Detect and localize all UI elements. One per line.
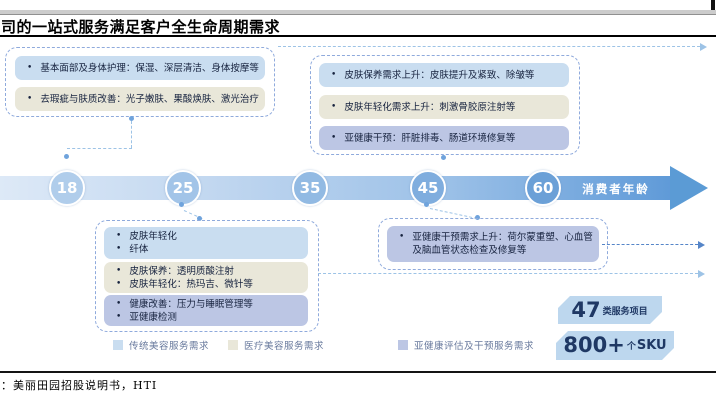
service-item: 基本面部及身体护理：保湿、深层清洁、身体按摩等: [23, 62, 259, 75]
connector-dot: [179, 202, 184, 207]
stat-value: 800+: [563, 333, 625, 357]
legend-item-medical: 医疗美容服务需求: [228, 338, 324, 352]
age-node-60: 60: [525, 170, 561, 206]
connector-line: [67, 148, 132, 149]
service-item: 去瑕疵与肤质改善：光子嫩肤、果酸焕肤、激光治疗: [23, 93, 259, 106]
legend-label: 亚健康评估及干预服务需求: [414, 341, 535, 352]
stat-suffix: 个: [626, 342, 636, 352]
service-item: 健康改善：压力与睡眠管理等: [112, 298, 302, 311]
service-item: 亚健康干预：肝脏排毒、肠道环境修复等: [327, 132, 563, 145]
legend-item-subhealth: 亚健康评估及干预服务需求: [398, 338, 534, 352]
group-top-left: 基本面部及身体护理：保湿、深层清洁、身体按摩等 去瑕疵与肤质改善：光子嫩肤、果酸…: [5, 47, 275, 117]
connector-dot: [129, 116, 134, 121]
footer-divider: [0, 371, 716, 373]
dashed-line: [602, 244, 698, 245]
page-corner-mark: [711, 0, 715, 11]
stat-suffix-2: SKU: [636, 338, 667, 353]
age-node-35: 35: [292, 170, 328, 206]
service-item: 皮肤保养需求上升：皮肤提升及紧致、除皱等: [327, 69, 563, 82]
group-top-right: 皮肤保养需求上升：皮肤提升及紧致、除皱等 皮肤年轻化需求上升：刺激骨胶原注射等 …: [310, 55, 580, 155]
dashed-line: [278, 46, 700, 47]
source-note: ：美丽田园招股说明书，HTI: [1, 379, 158, 392]
service-item: 皮肤保养：透明质酸注射: [112, 265, 302, 278]
service-item: 皮肤年轻化：热玛吉、微针等: [112, 278, 302, 291]
legend-label: 传统美容服务需求: [129, 341, 210, 352]
legend-item-traditional: 传统美容服务需求: [113, 338, 209, 352]
timeline-arrowhead-icon: [670, 166, 708, 210]
arrow-right-icon: [698, 241, 705, 249]
group-bottom-left: 皮肤年轻化 纤体 皮肤保养：透明质酸注射 皮肤年轻化：热玛吉、微针等 健康改善：…: [95, 220, 319, 332]
service-box: 皮肤保养：透明质酸注射 皮肤年轻化：热玛吉、微针等: [104, 262, 308, 293]
connector-dot: [197, 216, 202, 221]
age-node-45: 45: [410, 170, 446, 206]
connector-dot: [64, 154, 69, 159]
age-node-25: 25: [165, 170, 201, 206]
age-node-18: 18: [49, 170, 85, 206]
service-box: 去瑕疵与肤质改善：光子嫩肤、果酸焕肤、激光治疗: [15, 87, 265, 111]
service-item: 亚健康检测: [112, 311, 302, 324]
service-box: 皮肤年轻化需求上升：刺激骨胶原注射等: [319, 95, 569, 119]
service-box: 基本面部及身体护理：保湿、深层清洁、身体按摩等: [15, 56, 265, 80]
service-box: 皮肤年轻化 纤体: [104, 227, 308, 259]
connector-dot: [475, 215, 480, 220]
service-box: 健康改善：压力与睡眠管理等 亚健康检测: [104, 295, 308, 326]
legend-swatch-icon: [228, 340, 238, 350]
connector-line: [131, 121, 132, 148]
dashed-line: [318, 273, 698, 274]
timeline-axis-label: 消费者年龄: [582, 182, 650, 196]
arrow-right-icon: [698, 270, 705, 278]
service-box: 亚健康干预需求上升：荷尔蒙重塑、心血管及脑血管状态检查及修复等: [387, 226, 599, 262]
service-item: 亚健康干预需求上升：荷尔蒙重塑、心血管及脑血管状态检查及修复等: [395, 231, 593, 257]
title-underline: [0, 35, 716, 37]
group-bottom-right: 亚健康干预需求上升：荷尔蒙重塑、心血管及脑血管状态检查及修复等: [378, 218, 608, 270]
header-divider-bar: [0, 10, 716, 15]
service-item: 皮肤年轻化需求上升：刺激骨胶原注射等: [327, 101, 563, 114]
service-item: 纤体: [112, 243, 302, 256]
connector-dot: [441, 155, 446, 160]
legend-swatch-icon: [113, 340, 123, 350]
stat-suffix: 类服务项目: [602, 306, 648, 317]
legend-swatch-icon: [398, 340, 408, 350]
service-box: 皮肤保养需求上升：皮肤提升及紧致、除皱等: [319, 63, 569, 87]
connector-dot: [424, 202, 429, 207]
service-box: 亚健康干预：肝脏排毒、肠道环境修复等: [319, 126, 569, 150]
service-item: 皮肤年轻化: [112, 230, 302, 243]
page-title: 司的一站式服务满足客户全生命周期需求: [1, 18, 281, 36]
stat-value: 47: [571, 297, 601, 322]
arrow-right-icon: [700, 43, 707, 51]
legend-label: 医疗美容服务需求: [244, 341, 325, 352]
